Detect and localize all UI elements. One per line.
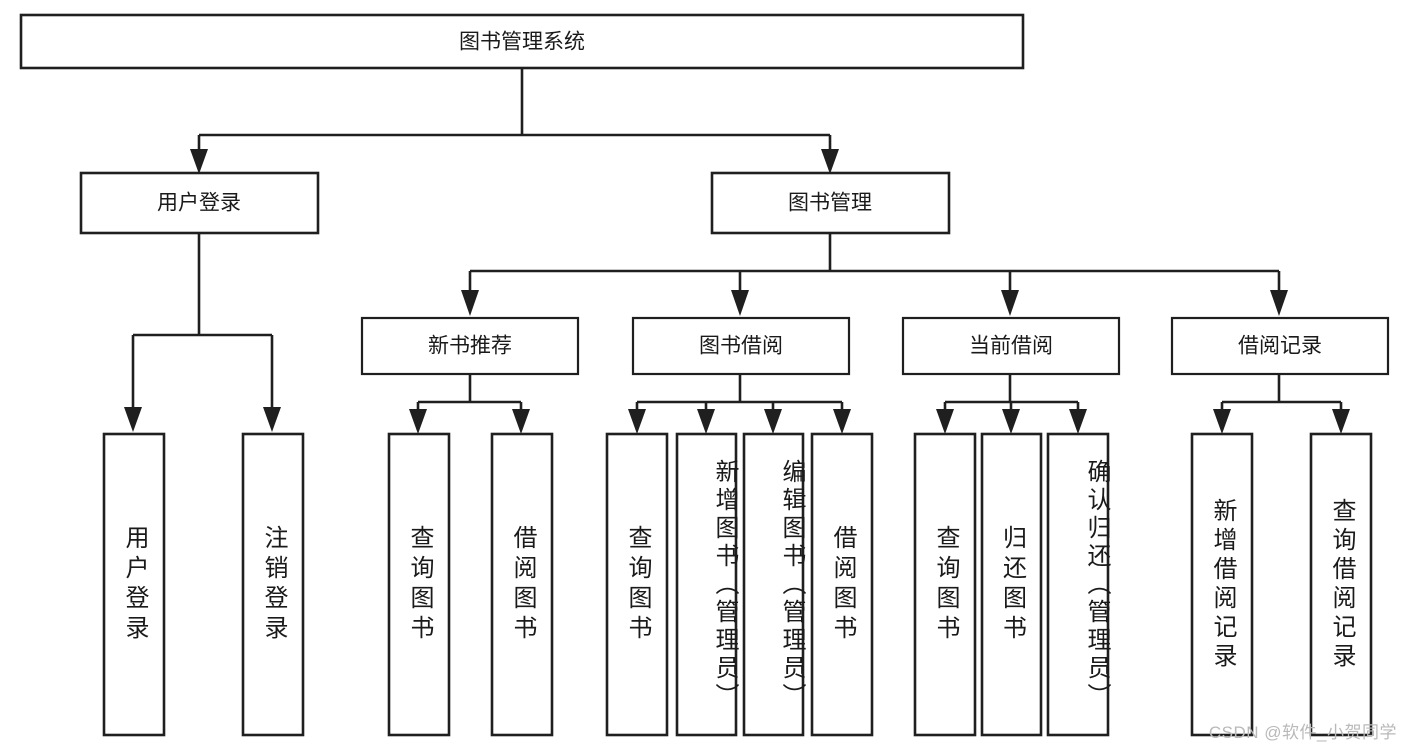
- node-root-label: 图书管理系统: [459, 31, 585, 54]
- arrowhead-leaf-query-book-2: [628, 409, 646, 434]
- leaf-borrow-book-1-label: 借阅图书: [509, 524, 536, 645]
- node-user-login-box[interactable]: [79, 171, 320, 235]
- node-new-book-recommend[interactable]: 新书推荐: [360, 316, 580, 376]
- leaf-query-book-1-label: 查询图书: [406, 524, 433, 645]
- leaf-return-book-label: 归还图书: [998, 524, 1026, 645]
- leaf-query-record-box[interactable]: [1309, 432, 1373, 737]
- node-current-borrow-label: 当前借阅: [969, 335, 1053, 358]
- arrowhead-leaf-borrow-book-2: [833, 409, 851, 434]
- node-book-management[interactable]: 图书管理: [710, 171, 951, 235]
- node-book-management-label: 图书管理: [788, 192, 872, 215]
- node-borrow-record-label: 借阅记录: [1238, 335, 1322, 358]
- node-root-box[interactable]: [19, 13, 1025, 70]
- arrowhead-leaf-query-book-1: [409, 409, 427, 434]
- node-book-borrow-label: 图书借阅: [699, 335, 783, 358]
- leaf-borrow-book-1-box[interactable]: [490, 432, 554, 737]
- leaf-query-record-label: 查询借阅记录: [1328, 497, 1355, 672]
- leaf-query-book-2-box[interactable]: [605, 432, 669, 737]
- node-book-borrow-box[interactable]: [631, 316, 851, 376]
- arrowhead-leaf-borrow-book-1: [512, 409, 530, 434]
- node-book-management-box[interactable]: [710, 171, 951, 235]
- node-new-book-recommend-box[interactable]: [360, 316, 580, 376]
- node-new-book-recommend-label: 新书推荐: [428, 335, 512, 358]
- leaf-return-book-box[interactable]: [980, 432, 1043, 737]
- csdn-watermark: CSDN @软件_小贺同学: [1208, 723, 1397, 742]
- leaf-add-record-box[interactable]: [1190, 432, 1254, 737]
- arrowhead-book-borrow: [731, 290, 749, 316]
- arrowhead-leaf-edit-book: [764, 409, 782, 434]
- node-user-login-label: 用户登录: [157, 192, 241, 215]
- arrowhead-leaf-confirm-return: [1069, 409, 1087, 434]
- leaf-edit-book-label: 编辑图书（管理员）: [778, 458, 805, 711]
- leaf-add-record-label: 新增借阅记录: [1209, 497, 1236, 672]
- leaf-logout-login-box[interactable]: [241, 432, 305, 737]
- node-borrow-record-box[interactable]: [1170, 316, 1390, 376]
- arrowhead-current-borrow: [1001, 290, 1019, 316]
- arrowhead-leaf-add-book: [697, 409, 715, 434]
- leaf-confirm-return-box[interactable]: [1046, 432, 1110, 737]
- node-user-login[interactable]: 用户登录: [79, 171, 320, 235]
- leaf-edit-book-box[interactable]: [742, 432, 805, 737]
- connector-layer: [124, 68, 1350, 434]
- leaf-user-login-label: 用户登录: [121, 524, 148, 645]
- node-root[interactable]: 图书管理系统: [19, 13, 1025, 70]
- leaf-borrow-book-2-label: 借阅图书: [829, 524, 856, 645]
- arrowhead-book-management: [821, 149, 839, 174]
- node-current-borrow-box[interactable]: [901, 316, 1121, 376]
- arrowhead-leaf-add-record: [1213, 409, 1231, 434]
- arrowhead-leaf-return-book: [1002, 409, 1020, 434]
- arrowhead-new-book-recommend: [461, 290, 479, 316]
- leaf-user-login-box[interactable]: [102, 432, 166, 737]
- arrowhead-borrow-record: [1270, 290, 1288, 316]
- leaf-layer: [102, 432, 1373, 737]
- arrowhead-leaf-query-record: [1332, 409, 1350, 434]
- leaf-query-book-3-label: 查询图书: [932, 524, 959, 645]
- arrowhead-leaf-query-book-3: [936, 409, 954, 434]
- arrowhead-leaf-logout-login: [263, 407, 281, 432]
- leaf-add-book-box[interactable]: [675, 432, 738, 737]
- node-current-borrow[interactable]: 当前借阅: [901, 316, 1121, 376]
- leaf-borrow-book-2-box[interactable]: [810, 432, 874, 737]
- node-borrow-record[interactable]: 借阅记录: [1170, 316, 1390, 376]
- leaf-query-book-3-box[interactable]: [913, 432, 977, 737]
- node-book-borrow[interactable]: 图书借阅: [631, 316, 851, 376]
- arrowhead-user-login: [190, 149, 208, 174]
- leaf-query-book-2-label: 查询图书: [624, 524, 651, 645]
- leaf-confirm-return-label: 确认归还（管理员）: [1083, 458, 1110, 711]
- leaf-add-book-label: 新增图书（管理员）: [711, 458, 738, 711]
- arrowhead-leaf-user-login: [124, 407, 142, 432]
- leaf-logout-login-label: 注销登录: [260, 524, 287, 645]
- leaf-query-book-1-box[interactable]: [387, 432, 451, 737]
